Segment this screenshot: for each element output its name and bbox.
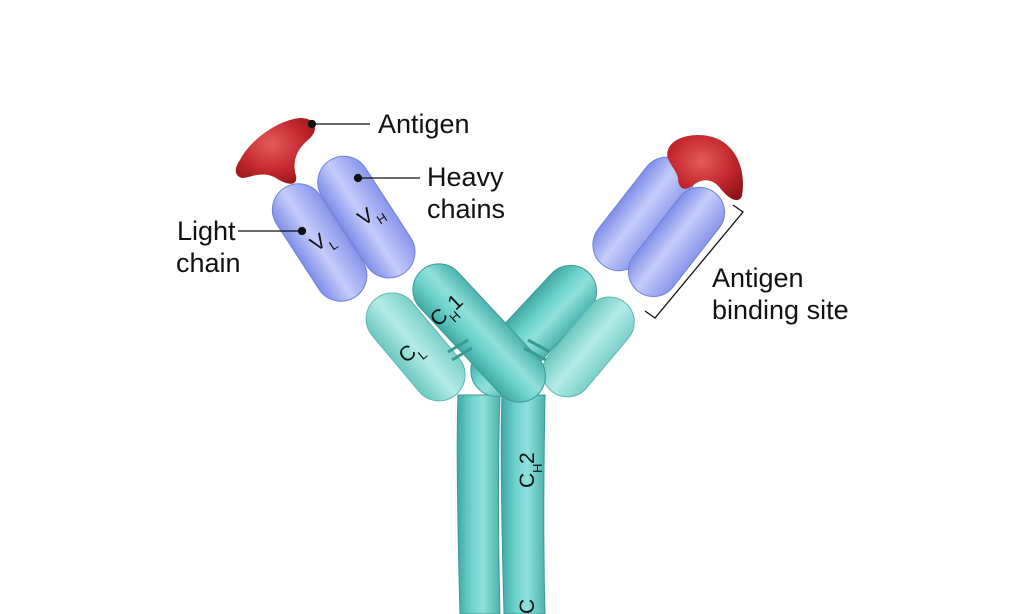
heavy-chain-stem-left [456,394,501,614]
right-antigen [667,135,744,201]
ch2-label: C H 2 [516,452,545,488]
binding-site-label-line2: binding site [712,295,849,325]
svg-text:C: C [516,473,539,488]
svg-text:2: 2 [516,452,539,464]
left-antigen [235,118,315,184]
left-heavy-variable-domain [317,155,416,279]
heavy-chain-stem-right [500,394,546,614]
disulfide-bonds [447,338,551,362]
svg-text:C: C [516,599,539,614]
ch3-label: C [516,599,539,614]
right-light-variable-domain [627,186,726,298]
fc-stem [456,394,546,614]
right-light-constant-domain [542,296,635,398]
left-light-variable-domain [271,183,368,302]
left-light-constant-domain [365,292,466,402]
left-heavy-arm [412,263,546,403]
svg-text:H: H [530,464,545,473]
heavy-chains-label-line1: Heavy [427,162,504,192]
light-chain-label-line2: chain [176,248,241,278]
light-chain-label-line1: Light [177,216,236,246]
heavy-chains-label-line2: chains [427,194,505,224]
antigen-label: Antigen [378,109,470,139]
binding-site-label-line1: Antigen [712,263,804,293]
binding-site-bracket [644,204,744,319]
callout-lines [238,119,420,236]
